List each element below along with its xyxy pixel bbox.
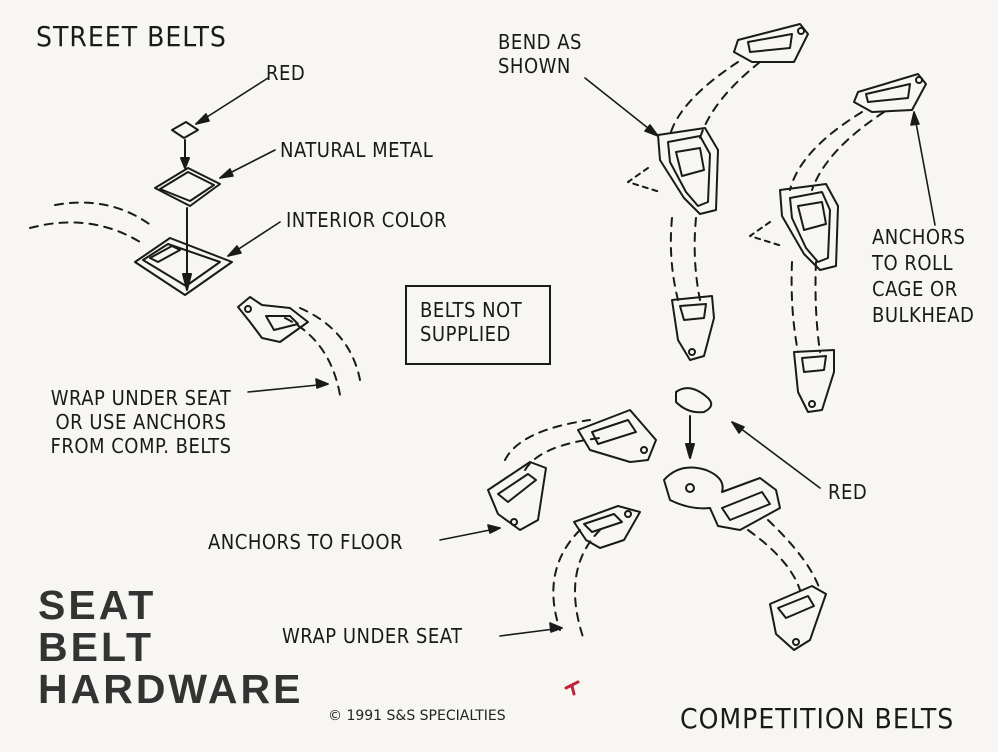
bend-as-shown-label: BEND AS SHOWN bbox=[498, 30, 582, 78]
red-washer-shape bbox=[171, 121, 199, 139]
red-bottom-label: RED bbox=[828, 480, 868, 504]
roll-cage-anchor-1 bbox=[733, 23, 809, 63]
red-top-label: RED bbox=[266, 61, 306, 85]
wrap-under-seat-street-label: WRAP UNDER SEAT OR USE ANCHORS FROM COMP… bbox=[50, 386, 232, 458]
title-line-hardware: HARDWARE bbox=[38, 665, 304, 712]
copyright-notice: © 1991 S&S SPECIALTIES bbox=[328, 708, 506, 724]
stack-axis-line bbox=[180, 139, 192, 291]
natural-metal-plate-shape bbox=[154, 167, 221, 207]
floor-anchor-1 bbox=[487, 461, 547, 531]
floor-anchor-4 bbox=[769, 585, 827, 651]
lap-anchor-tab-1 bbox=[671, 295, 715, 361]
leader-arrows bbox=[195, 77, 936, 637]
floor-anchor-3 bbox=[573, 505, 641, 549]
red-pen-mark bbox=[564, 680, 580, 696]
anchors-to-floor-label: ANCHORS TO FLOOR bbox=[208, 530, 404, 554]
wrap-under-seat-comp-label: WRAP UNDER SEAT bbox=[282, 624, 463, 648]
shoulder-belt-webbing bbox=[669, 61, 885, 353]
anchors-roll-cage-label: ANCHORS TO ROLL CAGE OR BULKHEAD bbox=[872, 225, 975, 327]
belts-not-supplied-box bbox=[405, 285, 551, 365]
street-anchor-tab bbox=[237, 296, 309, 343]
bent-buckle-2 bbox=[749, 183, 839, 271]
roll-cage-anchor-2 bbox=[853, 73, 927, 113]
bent-buckle-1 bbox=[627, 127, 719, 215]
interior-color-label: INTERIOR COLOR bbox=[286, 208, 447, 232]
natural-metal-label: NATURAL METAL bbox=[280, 138, 434, 162]
seat-belt-hardware-title: SEAT BELT HARDWARE bbox=[38, 582, 304, 712]
belts-not-supplied-label: BELTS NOT SUPPLIED bbox=[420, 298, 523, 346]
title-line-seat: SEAT bbox=[38, 582, 157, 628]
lap-anchor-tab-2 bbox=[793, 349, 835, 413]
interior-color-latch-shape bbox=[134, 237, 233, 296]
lap-belt-webbing bbox=[504, 419, 821, 641]
street-belts-heading: STREET BELTS bbox=[36, 20, 227, 53]
floor-anchor-2 bbox=[577, 409, 657, 463]
title-line-belt: BELT bbox=[38, 623, 155, 670]
red-cam-washer bbox=[675, 387, 713, 459]
cam-lock-plate bbox=[663, 466, 781, 531]
street-belt-webbing bbox=[29, 201, 361, 396]
competition-belts-heading: COMPETITION BELTS bbox=[680, 702, 955, 735]
